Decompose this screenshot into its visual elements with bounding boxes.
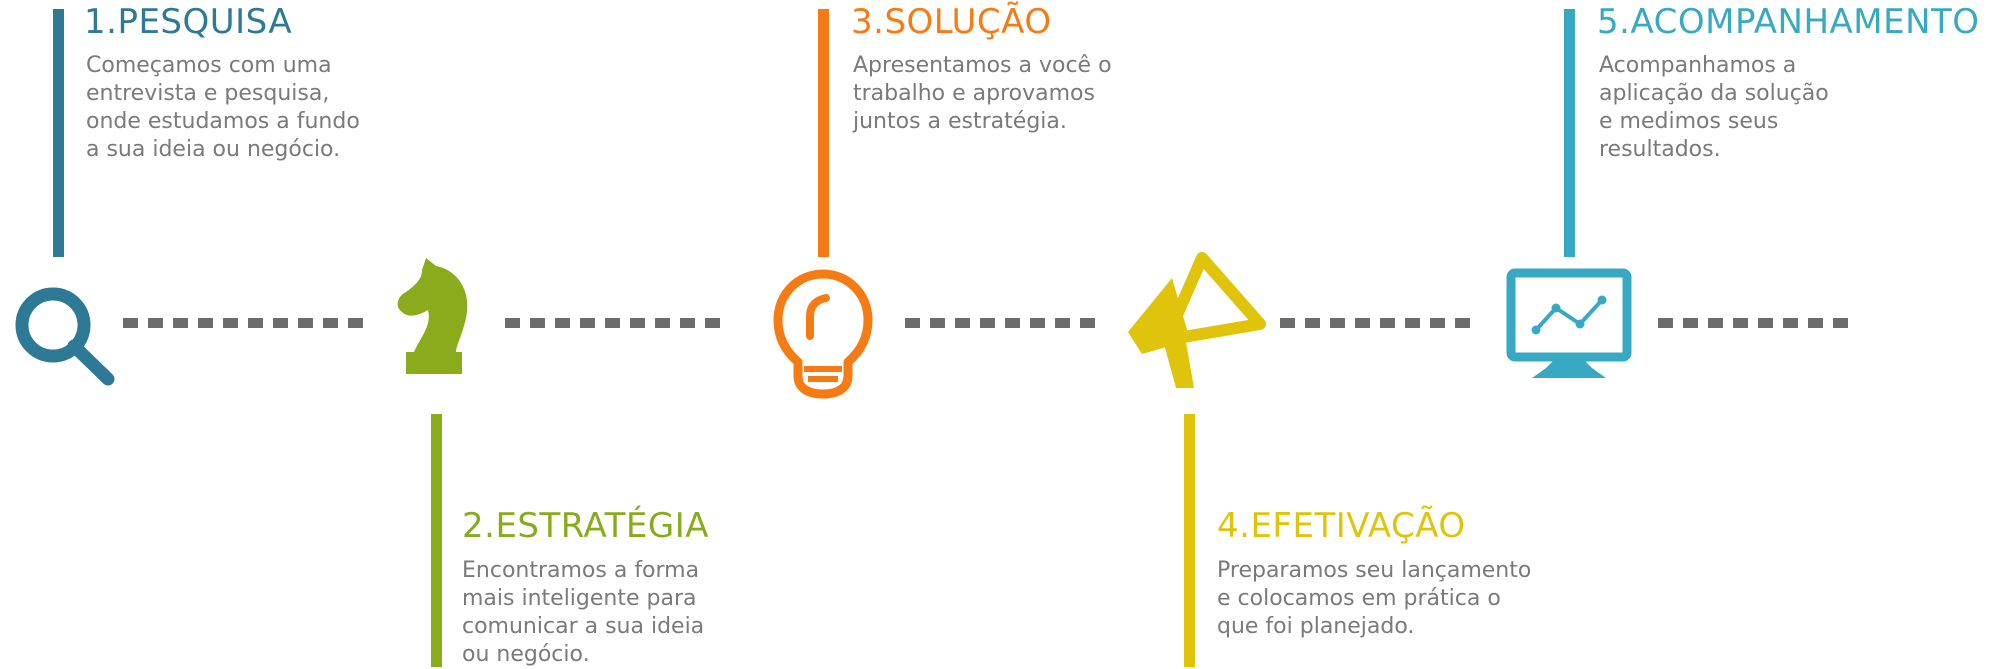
step-4-line: Preparamos seu lançamento [1217, 558, 1532, 583]
step-5-connector [1564, 9, 1575, 257]
step-2-connector [431, 414, 442, 667]
step-3-title: 3.SOLUÇÃO [851, 2, 1052, 42]
step-4-line: e colocamos em prática o [1217, 586, 1501, 611]
step-3-line: juntos a estratégia. [853, 109, 1067, 134]
step-2-line: comunicar a sua ideia [462, 614, 705, 639]
lightbulb-icon [773, 269, 873, 399]
step-5-description: Acompanhamos a aplicação da solução e me… [1599, 52, 1829, 164]
step-4-connector [1184, 414, 1195, 667]
timeline-dots-2 [505, 318, 730, 328]
chess-knight-icon [397, 258, 468, 374]
step-1-title: 1.PESQUISA [84, 2, 293, 42]
step-5-title: 5.ACOMPANHAMENTO [1597, 2, 1980, 42]
step-4-description: Preparamos seu lançamento e colocamos em… [1217, 557, 1531, 641]
step-2-title: 2.ESTRATÉGIA [462, 506, 710, 546]
step-2-line: Encontramos a forma [462, 558, 700, 583]
search-icon [15, 287, 115, 386]
step-5-line: aplicação da solução [1599, 81, 1829, 106]
step-1-description: Começamos com uma entrevista e pesquisa,… [86, 52, 360, 164]
step-5-line: resultados. [1599, 137, 1721, 162]
step-4-line: que foi planejado. [1217, 614, 1415, 639]
step-4-title: 4.EFETIVAÇÃO [1217, 506, 1466, 546]
timeline-dots-3 [905, 318, 1105, 328]
step-1-line: entrevista e pesquisa, [86, 81, 330, 106]
megaphone-icon [1128, 252, 1266, 388]
step-5-line: Acompanhamos a [1599, 53, 1797, 78]
step-3-line: trabalho e aprovamos [853, 81, 1095, 106]
step-1-line: onde estudamos a fundo [86, 109, 360, 134]
step-3-line: Apresentamos a você o [853, 53, 1112, 78]
step-1-line: Começamos com uma [86, 53, 332, 78]
step-2-line: ou negócio. [462, 642, 590, 667]
timeline-dots-4 [1280, 318, 1480, 328]
step-1-connector [53, 9, 64, 257]
step-2-line: mais inteligente para [462, 586, 697, 611]
monitor-chart-icon [1506, 268, 1632, 378]
step-5-line: e medimos seus [1599, 109, 1779, 134]
step-1-line: a sua ideia ou negócio. [86, 137, 341, 162]
step-3-connector [818, 9, 829, 257]
timeline-dots-5 [1658, 318, 1858, 328]
timeline-dots-1 [123, 318, 373, 328]
step-2-description: Encontramos a forma mais inteligente par… [462, 557, 704, 669]
step-3-description: Apresentamos a você o trabalho e aprovam… [853, 52, 1112, 136]
